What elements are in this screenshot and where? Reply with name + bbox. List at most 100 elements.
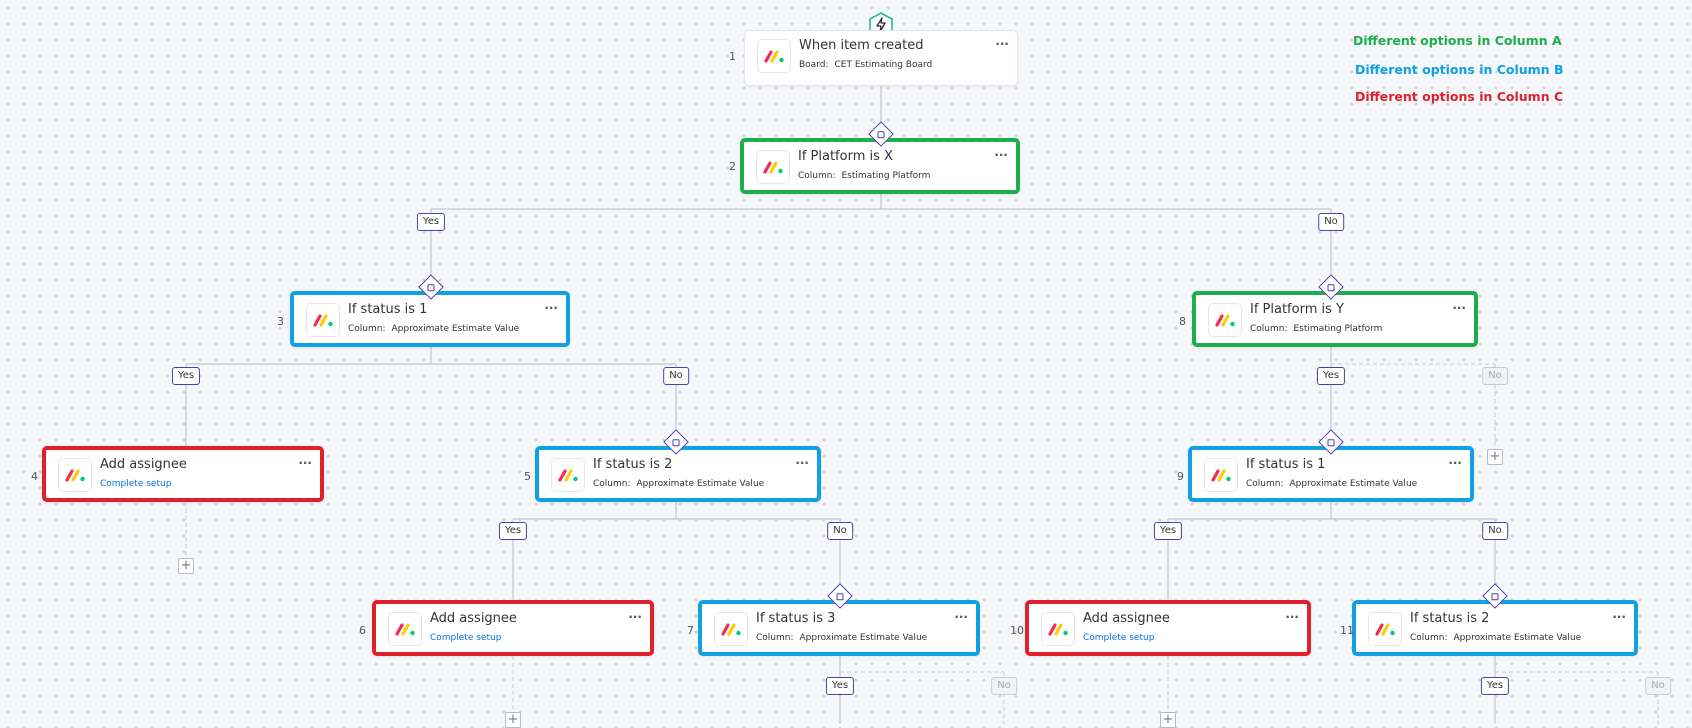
monday-logo-icon [757, 39, 791, 73]
yes-branch-label[interactable]: Yes [1153, 522, 1183, 540]
node-title: If Platform is X [798, 149, 893, 164]
node-title: If status is 2 [593, 457, 673, 472]
node-title: If status is 2 [1410, 611, 1490, 626]
step-number: 6 [359, 624, 366, 637]
node-title: When item created [799, 38, 924, 53]
add-step-button[interactable]: + [1160, 712, 1176, 728]
step-number: 11 [1340, 624, 1354, 637]
more-dots-icon[interactable]: ··· [994, 148, 1008, 162]
add-step-button[interactable]: + [505, 712, 521, 728]
no-branch-label[interactable]: No [1482, 522, 1508, 540]
node-subtitle-value: Approximate Estimate Value [1453, 633, 1582, 643]
yes-branch-label[interactable]: Yes [825, 677, 855, 695]
monday-logo-icon [1041, 612, 1075, 646]
more-dots-icon[interactable]: ··· [1612, 610, 1626, 624]
monday-logo-icon [1208, 303, 1242, 337]
more-dots-icon[interactable]: ··· [298, 456, 312, 470]
node-title: Add assignee [430, 611, 517, 626]
more-dots-icon[interactable]: ··· [995, 37, 1009, 51]
no-branch-label[interactable]: No [1482, 367, 1508, 385]
monday-logo-icon [1204, 458, 1238, 492]
no-branch-label[interactable]: No [1645, 677, 1671, 695]
complete-setup-link[interactable]: Complete setup [100, 479, 172, 489]
node-subtitle: Column: Approximate Estimate Value [348, 324, 519, 334]
step-number: 1 [729, 50, 736, 63]
no-branch-label[interactable]: No [1318, 213, 1344, 231]
workflow-node[interactable]: If Platform is Y Column: Estimating Platfo… [1192, 291, 1478, 347]
monday-logo-icon [306, 303, 340, 337]
node-subtitle-value: Estimating Platform [841, 171, 931, 181]
step-number: 3 [277, 315, 284, 328]
workflow-node[interactable]: If status is 2 Column: Approximate Estimat… [535, 446, 821, 502]
node-subtitle-label: Column: [756, 633, 794, 643]
node-subtitle-label: Board: [799, 60, 829, 70]
step-number: 2 [729, 160, 736, 173]
yes-branch-label[interactable]: Yes [1316, 367, 1346, 385]
legend-item: Different options in Column A [1353, 33, 1562, 48]
node-subtitle-value: Approximate Estimate Value [799, 633, 928, 643]
more-dots-icon[interactable]: ··· [795, 456, 809, 470]
step-number: 5 [524, 470, 531, 483]
node-subtitle: Column: Estimating Platform [1250, 324, 1382, 334]
node-title: If Platform is Y [1250, 302, 1344, 317]
node-title: Add assignee [100, 457, 187, 472]
monday-logo-icon [1368, 612, 1402, 646]
node-subtitle-label: Column: [798, 171, 836, 181]
yes-branch-label[interactable]: Yes [416, 213, 446, 231]
complete-setup-link[interactable]: Complete setup [1083, 633, 1155, 643]
complete-setup-link[interactable]: Complete setup [430, 633, 502, 643]
node-subtitle-value: CET Estimating Board [834, 60, 933, 70]
monday-logo-icon [714, 612, 748, 646]
monday-logo-icon [756, 150, 790, 184]
node-subtitle-label: Column: [593, 479, 631, 489]
yes-branch-label[interactable]: Yes [1480, 677, 1510, 695]
monday-logo-icon [551, 458, 585, 492]
add-step-button[interactable]: + [1487, 449, 1503, 465]
node-title: If status is 3 [756, 611, 836, 626]
node-subtitle: Column: Estimating Platform [798, 171, 930, 181]
no-branch-label[interactable]: No [991, 677, 1017, 695]
node-subtitle: Column: Approximate Estimate Value [1410, 633, 1581, 643]
monday-logo-icon [58, 458, 92, 492]
step-number: 9 [1177, 470, 1184, 483]
step-number: 8 [1179, 315, 1186, 328]
more-dots-icon[interactable]: ··· [1452, 301, 1466, 315]
step-number: 10 [1010, 624, 1024, 637]
node-title: Add assignee [1083, 611, 1170, 626]
no-branch-label[interactable]: No [663, 367, 689, 385]
node-subtitle-value: Approximate Estimate Value [1289, 479, 1418, 489]
yes-branch-label[interactable]: Yes [498, 522, 528, 540]
node-subtitle: Column: Approximate Estimate Value [756, 633, 927, 643]
no-branch-label[interactable]: No [827, 522, 853, 540]
node-title: If status is 1 [348, 302, 428, 317]
node-title: If status is 1 [1246, 457, 1326, 472]
node-subtitle-value: Approximate Estimate Value [391, 324, 520, 334]
more-dots-icon[interactable]: ··· [1448, 456, 1462, 470]
node-subtitle-label: Column: [1410, 633, 1448, 643]
workflow-node[interactable]: If status is 1 Column: Approximate Estimat… [290, 291, 570, 347]
node-subtitle-value: Estimating Platform [1293, 324, 1383, 334]
legend-item: Different options in Column C [1355, 89, 1564, 104]
add-step-button[interactable]: + [178, 558, 194, 574]
node-subtitle: Board: CET Estimating Board [799, 60, 932, 70]
yes-branch-label[interactable]: Yes [171, 367, 201, 385]
monday-logo-icon [388, 612, 422, 646]
legend-item: Different options in Column B [1355, 62, 1564, 77]
node-subtitle-label: Column: [1250, 324, 1288, 334]
more-dots-icon[interactable]: ··· [628, 610, 642, 624]
node-subtitle-label: Column: [348, 324, 386, 334]
node-subtitle: Column: Approximate Estimate Value [1246, 479, 1417, 489]
node-subtitle-label: Column: [1246, 479, 1284, 489]
more-dots-icon[interactable]: ··· [1285, 610, 1299, 624]
step-number: 4 [31, 470, 38, 483]
more-dots-icon[interactable]: ··· [954, 610, 968, 624]
step-number: 7 [687, 624, 694, 637]
more-dots-icon[interactable]: ··· [544, 301, 558, 315]
node-subtitle-value: Approximate Estimate Value [636, 479, 765, 489]
node-subtitle: Column: Approximate Estimate Value [593, 479, 764, 489]
